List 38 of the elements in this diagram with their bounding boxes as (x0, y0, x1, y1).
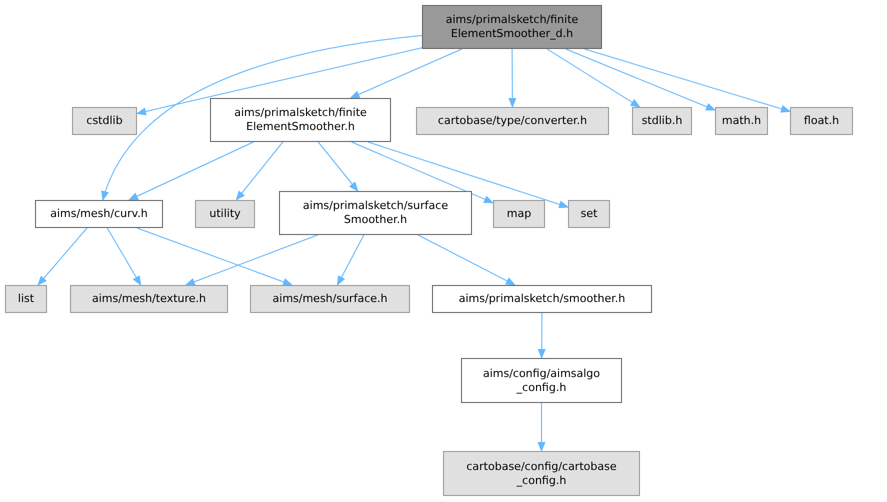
file-box: aims/primalsketch/surface Smoother.h (279, 191, 472, 235)
arrow (102, 34, 422, 201)
arrow (538, 402, 546, 452)
file-box: float.h (790, 107, 853, 135)
arrow (538, 312, 546, 359)
arrow (128, 142, 254, 200)
arrow (236, 142, 284, 201)
file-box: aims/mesh/surface.h (250, 285, 410, 313)
file-box: cstdlib (72, 107, 137, 135)
arrow (584, 48, 791, 113)
arrow (184, 234, 318, 286)
arrow (368, 142, 569, 208)
arrow (136, 47, 422, 116)
arrow (418, 234, 516, 286)
arrow (508, 48, 516, 108)
arrow (350, 48, 462, 98)
file-box: set (568, 200, 610, 228)
file-box: aims/mesh/texture.h (70, 285, 228, 313)
file-box: stdlib.h (632, 107, 692, 135)
arrow (336, 234, 364, 286)
file-box: map (493, 200, 545, 228)
arrow (136, 228, 293, 286)
arrow (106, 228, 142, 286)
file-box: cartobase/type/converter.h (416, 107, 609, 135)
file-box: aims/primalsketch/smoother.h (432, 285, 652, 313)
file-box: aims/config/aimsalgo _config.h (461, 358, 622, 403)
file-box: math.h (715, 107, 768, 135)
file-box: aims/mesh/curv.h (35, 200, 163, 228)
file-box: list (5, 285, 47, 313)
file-box: cartobase/config/cartobase _config.h (443, 451, 640, 496)
file-box: aims/primalsketch/finite ElementSmoother.h (210, 98, 391, 142)
arrow (37, 228, 88, 286)
arrow (546, 48, 640, 108)
file-box: aims/primalsketch/finite ElementSmoother_d.h (422, 5, 602, 49)
arrow (318, 142, 358, 192)
file-box: utility (195, 200, 255, 228)
arrow (565, 48, 716, 111)
arrow (351, 142, 494, 204)
